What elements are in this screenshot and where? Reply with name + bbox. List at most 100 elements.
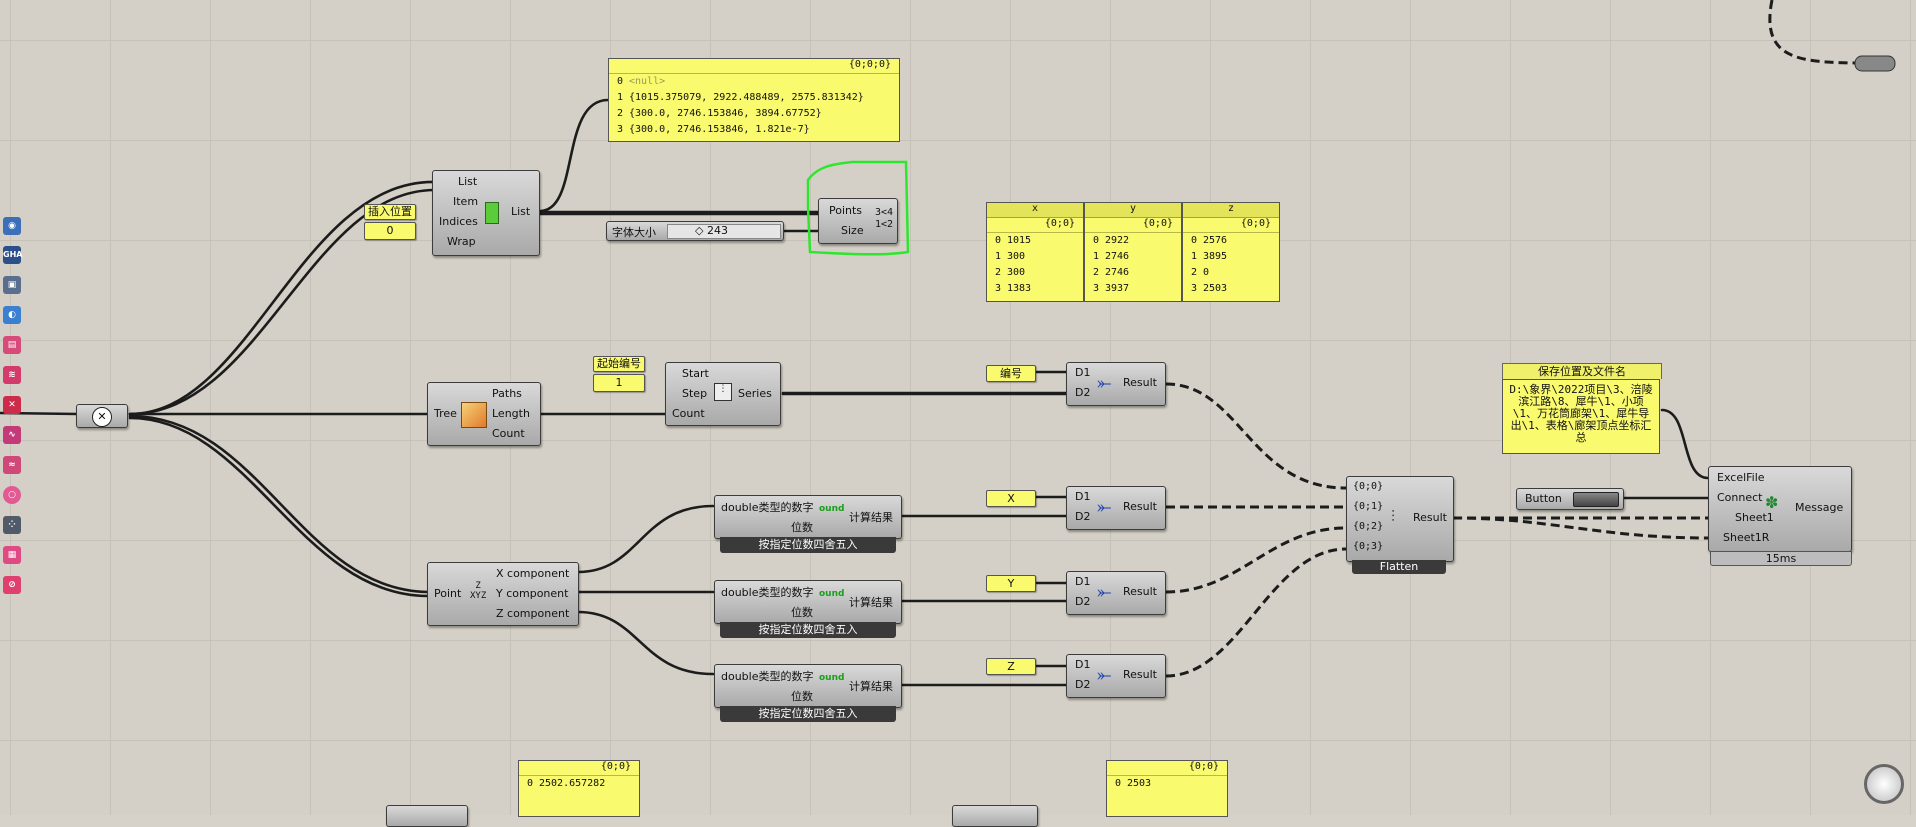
merge-tag-x[interactable]: X [986, 490, 1036, 507]
toolbar-curve-icon[interactable]: ≈ [3, 456, 21, 474]
input-number[interactable]: double类型的数字 [721, 501, 814, 514]
toolbar-weave-icon[interactable]: ≋ [3, 366, 21, 384]
output-y[interactable]: Y component [496, 587, 569, 600]
input-indices[interactable]: Indices [439, 215, 478, 228]
relay-component[interactable]: ✕ [76, 404, 128, 428]
font-size-slider[interactable]: 字体大小 ◇ 243 [606, 221, 784, 241]
input-branch-0[interactable]: {0;0} [1353, 481, 1384, 492]
output-z[interactable]: Z component [496, 607, 570, 620]
input-wrap[interactable]: Wrap [447, 235, 476, 248]
toolbar-gha-icon[interactable]: GHA [3, 246, 22, 264]
partial-component-left[interactable] [386, 805, 468, 827]
input-d2[interactable]: D2 [1075, 386, 1091, 399]
input-d1[interactable]: D1 [1075, 366, 1091, 379]
output-result[interactable]: 计算结果 [849, 680, 893, 693]
navigation-compass-icon[interactable] [1864, 764, 1904, 804]
merge-component-z[interactable]: D1 D2 ⤜ Result [1066, 654, 1166, 698]
input-sheet1[interactable]: Sheet1 [1735, 511, 1774, 524]
input-number[interactable]: double类型的数字 [721, 586, 814, 599]
input-connect[interactable]: Connect [1717, 491, 1763, 504]
boolean-button[interactable]: Button [1516, 488, 1624, 510]
input-d1[interactable]: D1 [1075, 658, 1091, 671]
button-toggle[interactable] [1573, 492, 1619, 507]
input-step[interactable]: Step [682, 387, 708, 400]
output-result[interactable]: 计算结果 [849, 596, 893, 609]
start-number-value[interactable]: 1 [593, 374, 645, 392]
merge-component-y[interactable]: D1 D2 ⤜ Result [1066, 571, 1166, 615]
input-d2[interactable]: D2 [1075, 595, 1091, 608]
output-paths[interactable]: Paths [492, 387, 522, 400]
input-branch-2[interactable]: {0;2} [1353, 521, 1384, 532]
input-sheet1r[interactable]: Sheet1R [1723, 531, 1770, 544]
input-tree[interactable]: Tree [434, 407, 457, 420]
round-component-2[interactable]: double类型的数字 位数 ound 计算结果 [714, 580, 902, 624]
tree-statistics-component[interactable]: Tree Paths Length Count [427, 382, 541, 446]
merge-tag-y[interactable]: Y [986, 575, 1036, 592]
merge-tag-z[interactable]: Z [986, 658, 1036, 675]
toolbar-circle-icon[interactable]: ○ [3, 486, 21, 504]
output-list[interactable]: List [511, 205, 531, 218]
input-points[interactable]: Points [829, 204, 863, 217]
excel-writer-component[interactable]: ExcelFile Connect Sheet1 Sheet1R ✽ Messa… [1708, 466, 1852, 552]
input-excelfile[interactable]: ExcelFile [1717, 471, 1765, 484]
merge-component-number[interactable]: D1 D2 ⤜ Result [1066, 362, 1166, 406]
insert-position-value[interactable]: 0 [364, 222, 416, 240]
series-component[interactable]: Start Step Count ⋮ Series [665, 362, 781, 426]
toolbar-nodes-icon[interactable]: ⁘ [3, 516, 21, 534]
output-result[interactable]: Result [1413, 511, 1447, 524]
input-d2[interactable]: D2 [1075, 510, 1091, 523]
input-digits[interactable]: 位数 [791, 521, 813, 534]
output-result[interactable]: Result [1123, 585, 1157, 598]
output-result[interactable]: Result [1123, 668, 1157, 681]
output-count[interactable]: Count [492, 427, 525, 440]
list-item-component[interactable]: List Item Indices Wrap List [432, 170, 540, 256]
input-d1[interactable]: D1 [1075, 490, 1091, 503]
toolbar-grid-icon[interactable]: ▦ [3, 546, 21, 564]
output-length[interactable]: Length [492, 407, 530, 420]
input-number[interactable]: double类型的数字 [721, 670, 814, 683]
input-list[interactable]: List [458, 175, 478, 188]
input-point[interactable]: Point [434, 587, 462, 600]
toolbar-box-icon[interactable]: ▤ [3, 336, 21, 354]
output-x[interactable]: X component [496, 567, 570, 580]
slider-track[interactable] [667, 224, 781, 239]
round-component-3[interactable]: double类型的数字 位数 ound 计算结果 [714, 664, 902, 708]
input-branch-3[interactable]: {0;3} [1353, 541, 1384, 552]
output-message[interactable]: Message [1795, 501, 1844, 514]
merge-component-x[interactable]: D1 D2 ⤜ Result [1066, 486, 1166, 530]
output-series[interactable]: Series [738, 387, 772, 400]
input-count[interactable]: Count [672, 407, 705, 420]
input-digits[interactable]: 位数 [791, 606, 813, 619]
input-d2[interactable]: D2 [1075, 678, 1091, 691]
toolbar-item-1-icon[interactable]: ◉ [3, 217, 21, 235]
input-start[interactable]: Start [682, 367, 709, 380]
input-d1[interactable]: D1 [1075, 575, 1091, 588]
merge-tag-number[interactable]: 编号 [986, 365, 1036, 382]
output-result[interactable]: 计算结果 [849, 511, 893, 524]
output-result[interactable]: Result [1123, 500, 1157, 513]
toolbar-gauge-icon[interactable]: ◐ [3, 306, 21, 324]
save-path-panel[interactable]: D:\象界\2022项目\3、涪陵滨江路\8、犀牛\1、小项\1、万花筒廊架\1… [1502, 379, 1660, 454]
partial-component-right[interactable] [952, 805, 1038, 827]
toolbar-window-icon[interactable]: ▣ [3, 276, 21, 294]
entwine-component[interactable]: {0;0} {0;1} {0;2} {0;3} ⫶ Result [1346, 476, 1454, 562]
slider-knob-icon[interactable]: ◇ [695, 224, 704, 237]
toolbar-disable-icon[interactable]: ⊘ [3, 576, 21, 594]
input-branch-1[interactable]: {0;1} [1353, 501, 1384, 512]
input-size[interactable]: Size [841, 224, 864, 237]
list-output-panel[interactable]: {0;0;0} 0<null> 1{1015.375079, 2922.4884… [608, 58, 900, 142]
round-component-1[interactable]: double类型的数字 位数 ound 计算结果 [714, 495, 902, 539]
toolbar-cursor-delete-icon[interactable]: ✕ [3, 396, 21, 414]
toolbar-shape-icon[interactable]: ∿ [3, 426, 21, 444]
output-result[interactable]: Result [1123, 376, 1157, 389]
input-item[interactable]: Item [453, 195, 479, 208]
input-digits[interactable]: 位数 [791, 690, 813, 703]
